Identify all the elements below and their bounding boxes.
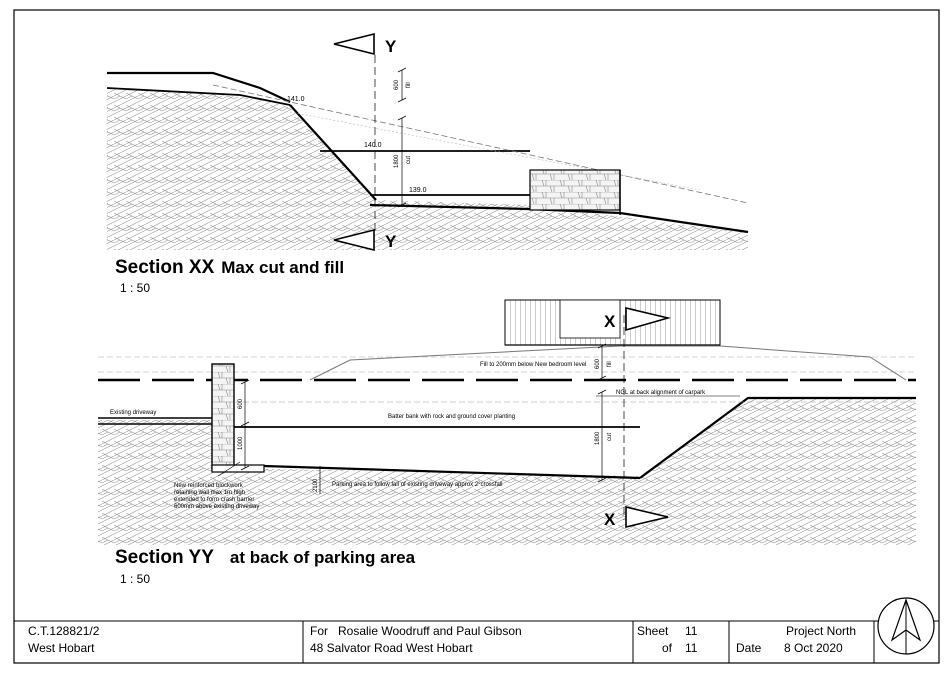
section-yy-ground-hatch [98, 398, 916, 545]
section-yy-dim-wall: 1000 [238, 436, 244, 450]
section-xx-scale: 1 : 50 [120, 281, 150, 295]
section-yy-note-parking: Parking area to follow fall of existing … [332, 482, 502, 488]
section-yy-drawing [98, 299, 916, 545]
section-yy-marker-top-arrow [625, 306, 672, 332]
section-yy-note-fill: Fill to 200mm below New bedroom level [480, 362, 586, 368]
title-block-sheet-label: Sheet [637, 624, 669, 638]
sheet-border [13, 9, 940, 664]
section-xx-existing-ground [107, 71, 291, 103]
section-xx-stone-wall [529, 169, 621, 211]
section-yy-dim-fill-label: fill [607, 361, 613, 367]
section-yy-fill-profile [309, 345, 907, 381]
title-block-address: 48 Salvator Road West Hobart [310, 641, 473, 655]
title-block [14, 620, 939, 663]
section-yy-dim-fill: 600 [595, 358, 601, 369]
section-yy-dim-slope: 2100 [313, 478, 319, 492]
north-arrow-icon [877, 597, 935, 655]
title-block-of-label: of [662, 641, 673, 655]
section-xx-natural-slope-2 [289, 111, 701, 191]
section-yy-note-ngl: NGL at back alignment of carpark [616, 390, 706, 396]
title-block-sheet-total: 11 [685, 641, 698, 655]
section-xx-level-141: 141.0 [287, 96, 305, 103]
section-yy-wall-footing [211, 464, 265, 473]
section-xx-cut-void [290, 108, 530, 200]
section-yy-dim-cut-label: cut [607, 433, 613, 441]
section-yy-note-driveway: Existing driveway [110, 410, 156, 416]
section-yy-dim-wall-top: 600 [238, 398, 244, 409]
section-xx-marker-bottom: Y [385, 232, 397, 251]
title-block-client: Rosalie Woodruff and Paul Gibson [338, 624, 522, 638]
title-block-date-label: Date [736, 641, 762, 655]
title-block-ct: C.T.128821/2 [28, 624, 100, 638]
section-xx-lower-ground [106, 87, 291, 106]
section-xx-cut-face [289, 104, 377, 201]
section-xx-natural-slope [212, 84, 749, 204]
title-block-project-north: Project North [786, 624, 856, 638]
section-yy-scale: 1 : 50 [120, 572, 150, 586]
section-xx-marker-bottom-arrow [333, 228, 375, 252]
section-xx-marker-top: Y [385, 37, 397, 56]
title-block-locality: West Hobart [28, 641, 95, 655]
title-block-for-label: For [310, 624, 328, 638]
section-yy-note-batter: Batter bank with rock and ground cover p… [388, 414, 515, 420]
section-yy-marker-bottom-arrow [625, 505, 669, 529]
section-yy-batter-slope [639, 396, 916, 479]
title-block-sheet-num: 11 [685, 624, 698, 638]
section-xx-new-ground [369, 203, 749, 234]
section-yy-marker-bottom: X [604, 510, 616, 529]
section-yy-marker-top: X [604, 312, 616, 331]
section-xx-marker-top-arrow [333, 32, 375, 56]
section-yy-retaining-wall [211, 363, 235, 471]
section-yy-parking-level [263, 464, 641, 480]
section-yy-note-wall: New reinforced blockwork retaining wall … [174, 483, 259, 510]
section-xx-drawing [106, 32, 749, 252]
section-xx-dim-cut: 1800 [394, 154, 400, 168]
section-xx-dim-fill: 600 [394, 79, 400, 90]
section-yy-wall-leader [217, 461, 241, 477]
section-xx-dim-cut-label: cut [406, 156, 412, 164]
section-xx-level-140-label: 140.0 [364, 142, 382, 149]
section-yy-dim-cut: 1800 [595, 431, 601, 445]
title-block-date-value: 8 Oct 2020 [784, 641, 843, 655]
section-xx-ground-hatch [107, 88, 748, 250]
section-xx-level-139-label: 139.0 [409, 187, 427, 194]
section-xx-dim-fill-label: fill [406, 82, 412, 88]
